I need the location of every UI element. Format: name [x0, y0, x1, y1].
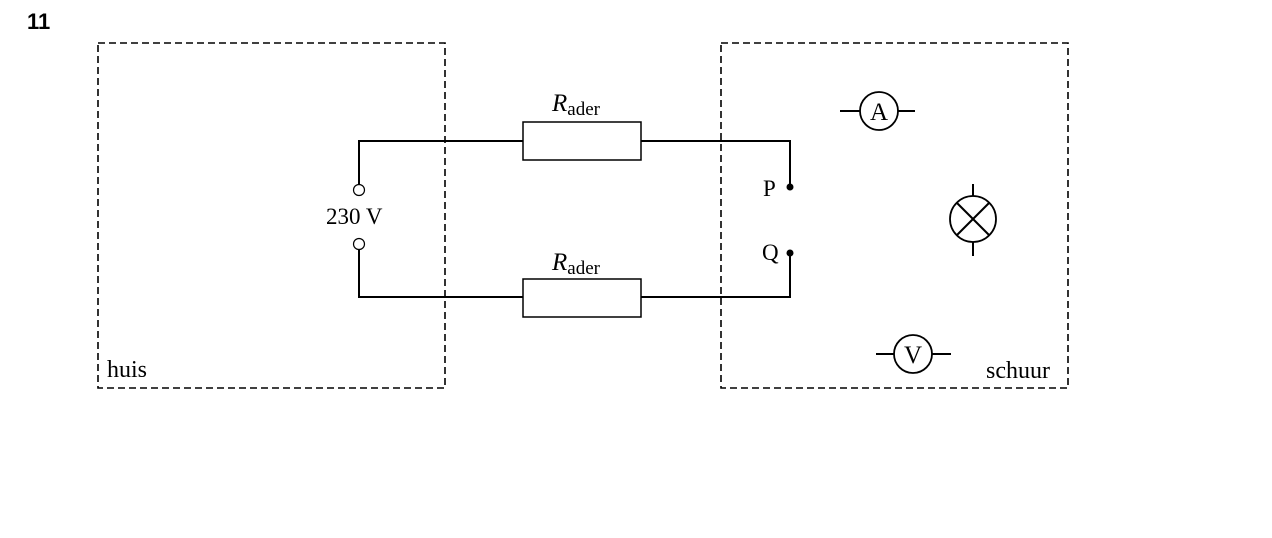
shed-box	[720, 42, 1069, 389]
question-number: 11	[27, 9, 51, 34]
resistor-label-bottom: Rader	[551, 249, 601, 279]
bottom-wire-left	[358, 250, 523, 298]
resistor-subscript-top: ader	[567, 99, 600, 120]
top-wire-left	[358, 140, 523, 184]
source-terminal-bottom	[352, 237, 366, 251]
bottom-wire-right	[641, 253, 791, 298]
voltmeter-symbol: V	[876, 334, 951, 374]
resistor-symbol-top: R	[551, 90, 567, 117]
resistor-top	[522, 121, 642, 161]
voltage-label: 230 V	[326, 204, 383, 229]
house-label: huis	[107, 357, 147, 383]
voltmeter-label: V	[904, 342, 922, 369]
resistor-symbol-bottom: R	[551, 249, 567, 276]
source-terminal-top	[352, 183, 366, 197]
ammeter-symbol: A	[840, 91, 915, 131]
ammeter-label: A	[870, 99, 888, 126]
shed-label: schuur	[986, 358, 1050, 384]
resistor-subscript-bottom: ader	[567, 258, 600, 279]
resistor-bottom	[522, 278, 642, 318]
point-p-dot	[786, 183, 794, 191]
point-q-label: Q	[762, 240, 779, 265]
lamp-symbol	[949, 184, 997, 256]
point-p-label: P	[763, 176, 776, 201]
point-q-dot	[786, 249, 794, 257]
top-wire-right	[641, 140, 791, 187]
resistor-label-top: Rader	[551, 90, 601, 120]
house-box	[97, 42, 446, 389]
